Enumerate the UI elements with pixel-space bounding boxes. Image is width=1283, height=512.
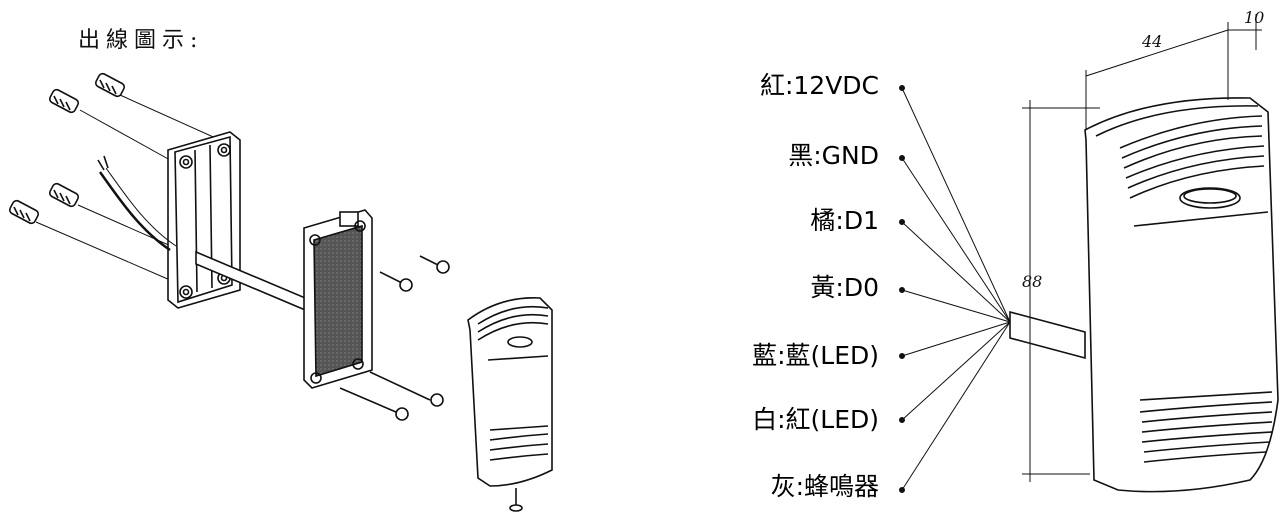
- screw-4: [339, 387, 409, 421]
- screw-2: [419, 255, 450, 274]
- wire-label-blue: 藍:藍(LED): [752, 341, 879, 370]
- wire-label-white: 白:紅(LED): [752, 405, 879, 434]
- wall-anchor-1: [94, 72, 126, 98]
- wall-anchor-3: [48, 182, 80, 208]
- wire-label-gray: 灰:蜂鳴器: [770, 472, 879, 501]
- mounting-plate: [167, 131, 241, 309]
- reader-module: [303, 209, 373, 389]
- wire-leads: [899, 85, 1011, 493]
- wire-label-orange: 橘:D1: [810, 206, 879, 235]
- wire-label-yellow: 黃:D0: [810, 273, 879, 302]
- dimension-height: 88: [1022, 272, 1043, 291]
- screw-3: [369, 371, 444, 407]
- dimension-depth: 10: [1244, 8, 1265, 27]
- wall-anchor-4: [8, 199, 40, 225]
- wire-label-red: 紅:12VDC: [759, 71, 879, 100]
- screw-1: [379, 271, 413, 292]
- wall-anchor-2: [48, 88, 80, 114]
- dimension-width: 44: [1142, 32, 1163, 51]
- wire-label-black: 黑:GND: [788, 141, 879, 170]
- reader-front-view: [1009, 97, 1279, 493]
- dimension-lines: [1022, 14, 1262, 482]
- front-cover-small: [467, 297, 553, 512]
- exploded-assembly-drawing: [8, 72, 553, 512]
- diagram-title: 出線圖示:: [78, 28, 204, 53]
